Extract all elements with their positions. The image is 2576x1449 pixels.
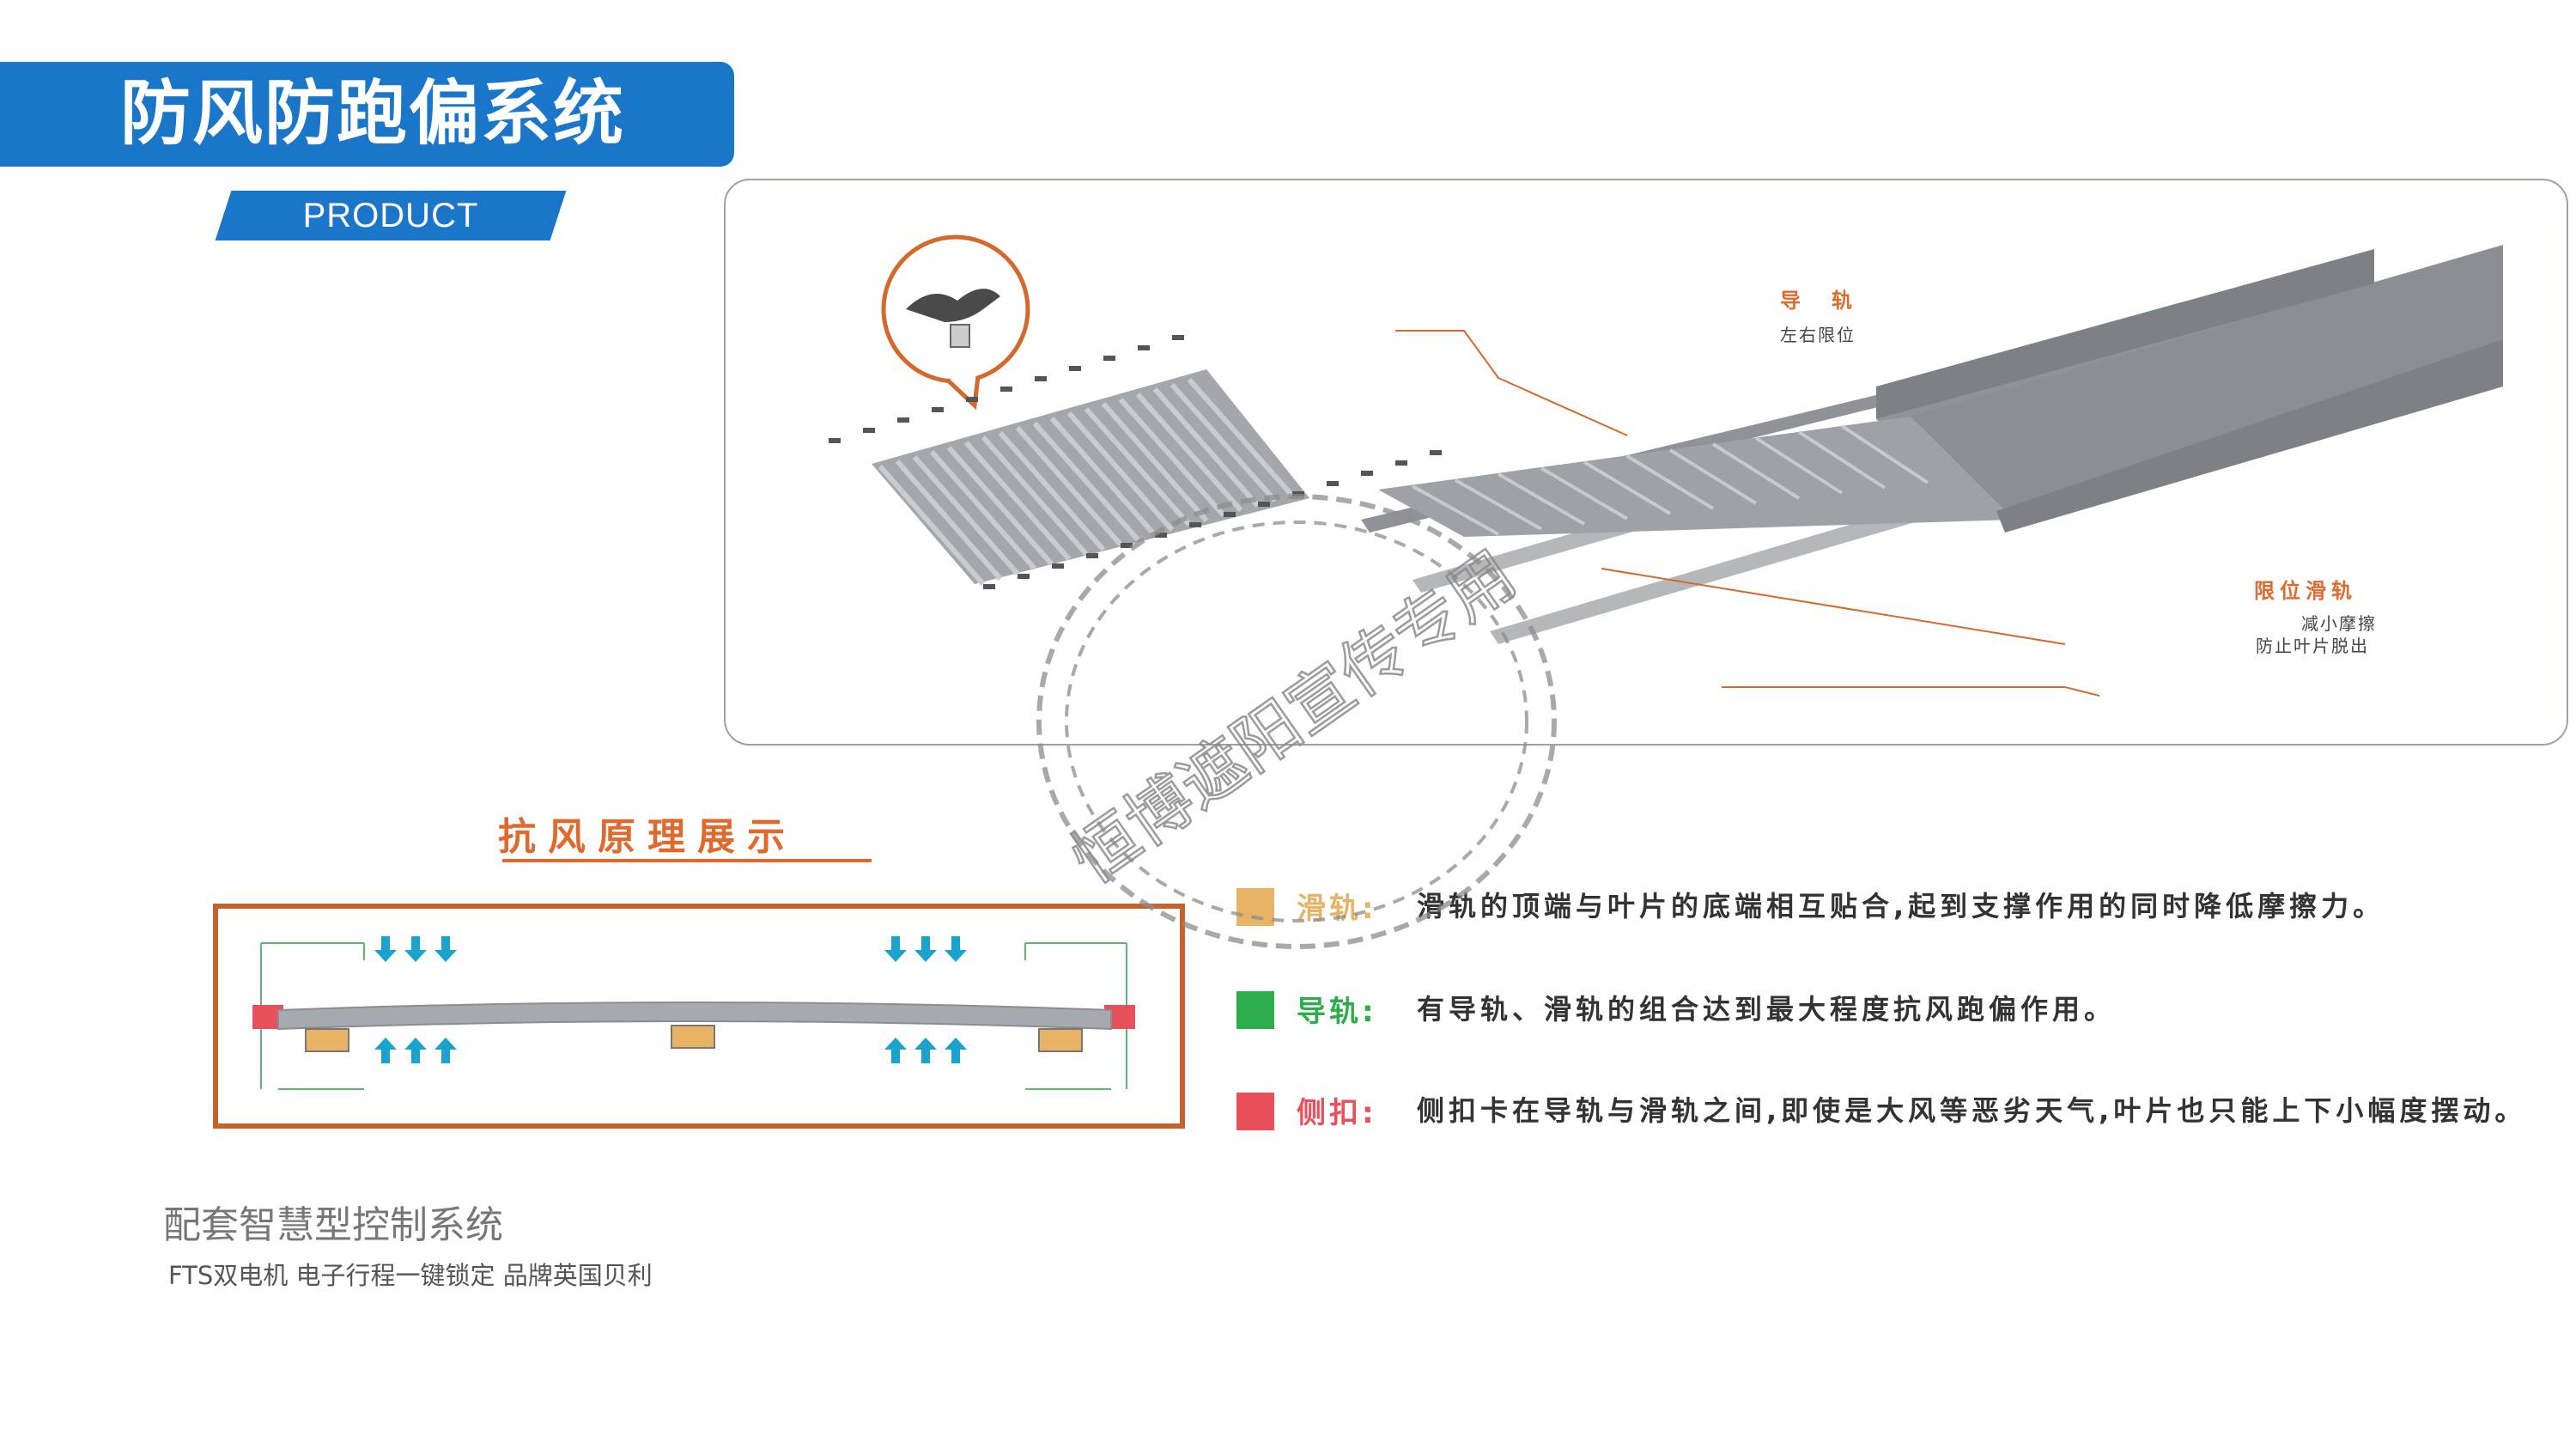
product-illustration-panel: [724, 179, 2568, 746]
louver-blade: [277, 1002, 1112, 1031]
wind-title-underline: [502, 859, 872, 862]
control-system-title: 配套智慧型控制系统: [163, 1203, 503, 1247]
title-banner: [0, 62, 734, 167]
wind-up-arrows: [374, 1038, 967, 1063]
control-system-subtitle: FTS双电机 电子行程一键锁定 品牌英国贝利: [168, 1261, 653, 1290]
slide-block-center: [671, 1025, 715, 1049]
slide-rail-callout-sub2: 防止叶片脱出: [2256, 636, 2369, 656]
legend-guide-rail: 导轨: 有导轨、滑轨的组合达到最大程度抗风跑偏作用。: [1236, 988, 2533, 1039]
legend-label: 导轨:: [1297, 995, 1377, 1029]
guide-rail-swatch: [1236, 991, 1274, 1029]
slide-rail-callout-sub1: 减小摩擦: [2301, 613, 2377, 634]
wind-diagram-svg: [252, 936, 1135, 1090]
side-clip-swatch: [1236, 1093, 1274, 1130]
guide-rail-callout-sub: 左右限位: [1780, 325, 1856, 345]
slide-block-right: [1038, 1028, 1083, 1052]
legend-text: 有导轨、滑轨的组合达到最大程度抗风跑偏作用。: [1417, 993, 2117, 1026]
page-subtitle: PRODUCT: [302, 197, 479, 234]
legend-slide-rail: 滑轨: 滑轨的顶端与叶片的底端相互贴合,起到支撑作用的同时降低摩擦力。: [1236, 885, 2533, 936]
wind-principle-title: 抗风原理展示: [498, 815, 797, 859]
slide-block-left: [305, 1028, 349, 1052]
slide-rail-swatch: [1236, 888, 1274, 926]
legend-text: 滑轨的顶端与叶片的底端相互贴合,起到支撑作用的同时降低摩擦力。: [1417, 890, 2385, 922]
legend-label: 滑轨:: [1297, 892, 1377, 926]
page-title: 防风防跑偏系统: [120, 73, 626, 155]
product-illustration: [829, 234, 2503, 697]
clip-detail-bubble: [881, 234, 1030, 411]
slide-rail-callout-title: 限位滑轨: [2254, 579, 2357, 603]
wind-down-arrows: [374, 936, 967, 962]
legend-side-clip: 侧扣: 侧扣卡在导轨与滑轨之间,即使是大风等恶劣天气,叶片也只能上下小幅度摆动。: [1236, 1089, 2533, 1175]
wind-principle-diagram: [213, 904, 1185, 1129]
legend-text: 侧扣卡在导轨与滑轨之间,即使是大风等恶劣天气,叶片也只能上下小幅度摆动。: [1417, 1094, 2527, 1127]
legend-label: 侧扣:: [1297, 1096, 1377, 1130]
guide-rail-callout-title: 导 轨: [1780, 289, 1857, 313]
